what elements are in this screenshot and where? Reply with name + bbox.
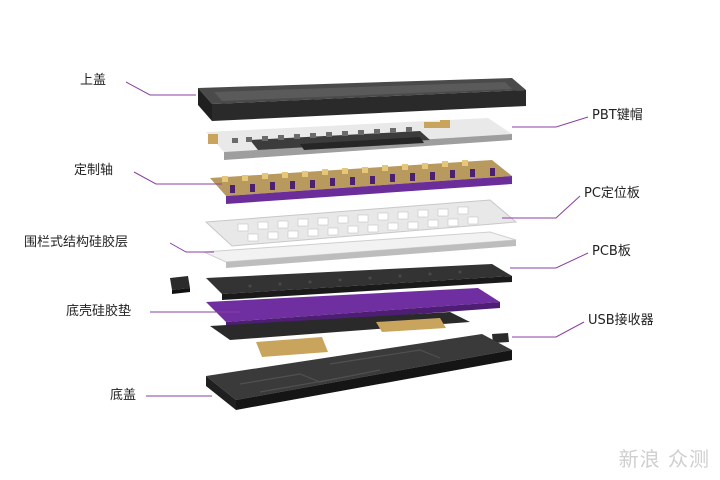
leader-custom-switches <box>133 171 222 185</box>
bottom-insulation-part <box>210 312 470 357</box>
fence-silicone-part <box>203 231 517 268</box>
leader-top-cover <box>125 81 196 96</box>
label-top-cover: 上盖 <box>80 73 107 88</box>
leader-lines <box>125 81 589 397</box>
top-cover-part <box>198 78 526 121</box>
label-fence-silicone: 围栏式结构硅胶层 <box>24 235 129 250</box>
label-pbt-keycaps: PBT键帽 <box>592 108 643 123</box>
pc-plate-part <box>204 199 518 247</box>
leader-usb-receiver <box>512 321 585 338</box>
leader-pcb-board <box>510 252 589 269</box>
pbt-keycaps-part <box>206 118 512 160</box>
label-custom-switches: 定制轴 <box>74 163 114 178</box>
leader-fence-silicone <box>169 242 214 253</box>
leader-pbt-keycaps <box>512 116 589 128</box>
label-bottom-cover: 底盖 <box>110 388 137 403</box>
usb-receiver-part <box>492 333 509 343</box>
label-bottom-silicone-pad: 底壳硅胶垫 <box>66 304 132 319</box>
label-usb-receiver: USB接收器 <box>588 313 654 328</box>
custom-switches-part <box>210 160 512 204</box>
small-connector-part <box>170 276 190 294</box>
label-pc-plate: PC定位板 <box>584 186 640 201</box>
label-pcb-board: PCB板 <box>592 244 631 259</box>
bottom-cover-part <box>206 334 512 410</box>
pcb-board-part <box>206 264 512 300</box>
watermark: 新浪 众测 <box>618 447 710 471</box>
leader-pc-plate <box>502 195 581 219</box>
